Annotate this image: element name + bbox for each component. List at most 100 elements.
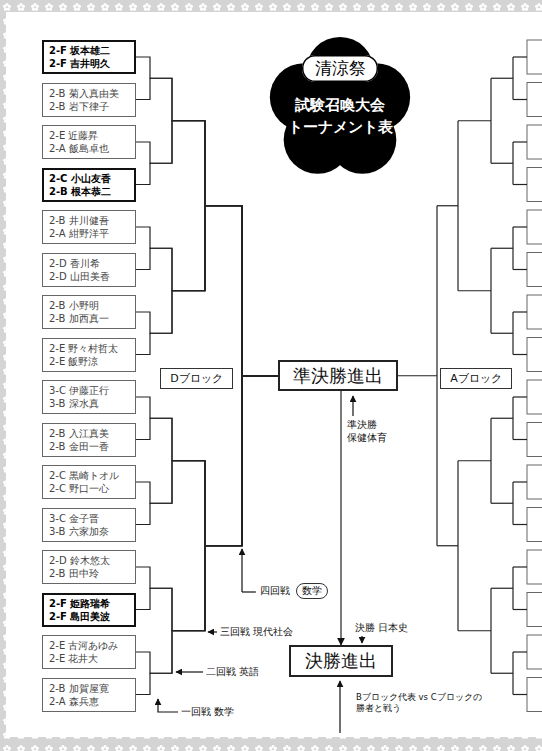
bracket-line bbox=[136, 206, 278, 376]
bracket-line bbox=[491, 673, 513, 674]
bracket-line bbox=[513, 269, 527, 270]
stage-box: 準決勝進出 bbox=[278, 360, 398, 391]
leader-arrow bbox=[361, 636, 362, 643]
team-member: 2-E 野々村哲太 bbox=[49, 342, 118, 355]
title-badge: 清涼祭 bbox=[302, 55, 378, 82]
bracket-line bbox=[513, 524, 527, 525]
top-band bbox=[0, 0, 542, 12]
empty-team-box bbox=[527, 593, 542, 627]
team-box: 2-F 姫路瑞希2-F 島田美波 bbox=[42, 593, 136, 627]
empty-team-box bbox=[527, 338, 542, 372]
bracket-line bbox=[136, 78, 278, 376]
leader-arrow bbox=[339, 681, 340, 733]
bracket-line bbox=[136, 376, 278, 546]
bracket-line bbox=[458, 460, 491, 461]
team-box: 2-E 近藤昇2-A 飯島卓也 bbox=[42, 125, 136, 159]
team-member: 2-C 小山友香 bbox=[49, 172, 111, 185]
box-text: 清涼祭 bbox=[315, 58, 366, 79]
bracket-line bbox=[136, 206, 278, 376]
bracket-line bbox=[136, 376, 278, 546]
subject-badge: 数学 bbox=[296, 583, 328, 599]
team-member: 2-E 近藤昇 bbox=[49, 129, 98, 142]
team-member: 2-D 鈴木悠太 bbox=[49, 554, 110, 567]
empty-team-box bbox=[527, 465, 542, 499]
team-member: 2-C 黒崎トオル bbox=[49, 469, 119, 482]
bracket-line bbox=[458, 290, 491, 291]
bracket-line bbox=[458, 120, 491, 121]
bracket-line bbox=[437, 545, 458, 546]
bracket-line bbox=[136, 376, 278, 546]
empty-team-box bbox=[527, 423, 542, 457]
team-box: 3-C 伊藤正行3-B 深水真 bbox=[42, 380, 136, 414]
left-band bbox=[0, 0, 6, 751]
bracket-line bbox=[398, 375, 437, 376]
team-member: 3-B 深水真 bbox=[49, 397, 99, 410]
team-box: 2-D 香川希2-D 山田美香 bbox=[42, 253, 136, 287]
round-note: 準決勝 保健体育 bbox=[347, 418, 393, 444]
bracket-line bbox=[513, 396, 527, 397]
team-member: 2-A 紺野洋平 bbox=[49, 227, 109, 240]
round-note: 二回戦 英語 bbox=[206, 665, 259, 678]
team-box: 2-E 古河あゆみ2-E 花井大 bbox=[42, 635, 136, 669]
box-text: トーナメント表 bbox=[270, 117, 410, 137]
leader-arrow bbox=[208, 631, 217, 632]
empty-team-box bbox=[527, 125, 542, 159]
team-box: 2-C 黒崎トオル2-C 野口一心 bbox=[42, 465, 136, 499]
box-text: Aブロック bbox=[450, 372, 502, 386]
bracket-line bbox=[491, 78, 513, 79]
team-member: 2-E 古河あゆみ bbox=[49, 639, 118, 652]
round-note: 一回戦 数学 bbox=[181, 705, 234, 718]
bracket-line bbox=[513, 651, 527, 652]
empty-team-box bbox=[527, 380, 542, 414]
team-member: 2-D 山田美香 bbox=[49, 270, 110, 283]
empty-team-box bbox=[527, 168, 542, 202]
team-member: 2-B 小野明 bbox=[49, 299, 99, 312]
bracket-line bbox=[136, 206, 278, 376]
empty-team-box bbox=[527, 550, 542, 584]
bracket-line bbox=[340, 391, 341, 645]
team-box: 2-B 加賀屋寛2-A 森兵恵 bbox=[42, 678, 136, 712]
team-member: 2-B 根本恭二 bbox=[49, 185, 111, 198]
empty-team-box bbox=[527, 635, 542, 669]
bracket-line bbox=[513, 609, 527, 610]
team-box: 2-C 小山友香2-B 根本恭二 bbox=[42, 168, 136, 202]
bracket-line bbox=[491, 248, 513, 249]
bracket-line bbox=[513, 184, 527, 185]
empty-team-box bbox=[527, 678, 542, 712]
bottom-band bbox=[0, 737, 542, 751]
bracket-line bbox=[136, 206, 278, 376]
empty-team-box bbox=[527, 40, 542, 74]
a-block-bracket bbox=[398, 40, 542, 712]
bracket-line bbox=[491, 588, 513, 589]
title-flower: 試験召喚大会トーナメント表清涼祭 bbox=[270, 25, 410, 185]
team-member: 2-A 飯島卓也 bbox=[49, 142, 109, 155]
leader-arrow bbox=[176, 671, 203, 672]
bracket-line bbox=[136, 121, 278, 376]
empty-team-box bbox=[527, 253, 542, 287]
team-member: 2-F 島田美波 bbox=[49, 610, 110, 623]
team-member: 2-B 菊入真由美 bbox=[49, 87, 119, 100]
bracket-line bbox=[513, 481, 527, 482]
box-text: 数学 bbox=[302, 585, 322, 597]
team-member: 2-B 田中玲 bbox=[49, 567, 99, 580]
box-text: 準決勝進出 bbox=[293, 365, 383, 387]
team-member: 2-B 岩下律子 bbox=[49, 100, 109, 113]
team-box: 3-C 金子晋3-B 六家加奈 bbox=[42, 508, 136, 542]
leader-line bbox=[242, 591, 256, 592]
team-member: 2-B 金田一香 bbox=[49, 440, 109, 453]
bracket-line bbox=[491, 503, 513, 504]
team-box: 2-B 井川健吾2-A 紺野洋平 bbox=[42, 210, 136, 244]
round-note: Bブロック代表 vs Cブロックの勝者と戦う bbox=[356, 692, 490, 714]
empty-team-box bbox=[527, 508, 542, 542]
team-member: 3-B 六家加奈 bbox=[49, 525, 109, 538]
stage-box: 決勝進出 bbox=[289, 645, 393, 677]
team-box: 2-B 入江真美2-B 金田一香 bbox=[42, 423, 136, 457]
bracket-line bbox=[513, 694, 527, 695]
team-member: 2-F 姫路瑞希 bbox=[49, 597, 110, 610]
team-box: 2-F 坂本雄二2-F 吉井明久 bbox=[42, 40, 136, 74]
team-member: 2-F 吉井明久 bbox=[49, 57, 110, 70]
team-member: 2-A 森兵恵 bbox=[49, 695, 99, 708]
bracket-line bbox=[136, 121, 278, 376]
